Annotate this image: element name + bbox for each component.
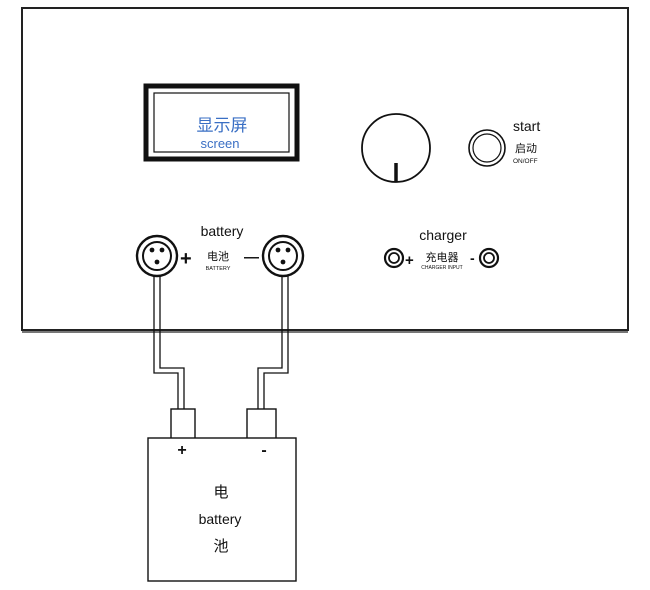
battery-plus-terminal	[170, 408, 196, 440]
pin	[154, 259, 160, 265]
charger-minus-sign: -	[470, 250, 475, 266]
wire-minus-inner	[263, 276, 289, 410]
battery-body	[147, 437, 297, 582]
pin	[285, 247, 291, 253]
charger-port-group: + charger 充电器 CHARGER INPUT -	[383, 227, 500, 271]
screen-display: 显示屏 screen	[143, 83, 300, 162]
pin	[159, 247, 165, 253]
battery-plus-sign: +	[180, 248, 192, 270]
battery-minus-label: -	[261, 442, 266, 459]
battery-wires	[153, 276, 289, 410]
battery-pack: + - 电 battery 池	[147, 408, 297, 582]
battery-sublabel: BATTERY	[206, 266, 231, 272]
battery-minus-sign: —	[244, 249, 259, 266]
wire-minus	[257, 276, 283, 410]
screen-inner	[153, 92, 290, 153]
wire-plus	[153, 276, 179, 410]
battery-label-cn: 电池	[207, 250, 229, 263]
start-switch[interactable]: start 启动 ON/OFF	[468, 118, 540, 167]
battery-label-cn-top: 电	[213, 483, 228, 501]
battery-label-en: battery	[199, 511, 242, 527]
charger-plus-jack[interactable]	[383, 247, 405, 269]
charger-label-cn: 充电器	[426, 250, 459, 264]
pin	[275, 247, 281, 253]
battery-plus-label: +	[177, 442, 186, 459]
control-panel	[21, 7, 629, 333]
wire-plus-inner	[159, 276, 185, 410]
start-switch-button[interactable]	[472, 133, 502, 163]
screen-label-cn: 显示屏	[197, 116, 248, 136]
pin	[280, 259, 286, 265]
battery-plus-connector[interactable]	[135, 234, 179, 278]
start-label-cn: 启动	[515, 142, 537, 155]
start-sublabel: ON/OFF	[513, 158, 538, 165]
battery-label-en: battery	[201, 223, 244, 239]
charger-plus-sign: +	[405, 252, 414, 269]
battery-minus-terminal	[246, 408, 277, 440]
start-label-en: start	[513, 118, 540, 134]
screen-label-en: screen	[200, 136, 239, 151]
charger-sublabel: CHARGER INPUT	[421, 265, 462, 271]
control-knob[interactable]	[361, 113, 431, 183]
battery-label-cn-bottom: 池	[213, 537, 228, 555]
battery-minus-connector[interactable]	[261, 234, 305, 278]
charger-label-en: charger	[419, 227, 467, 243]
pin	[149, 247, 155, 253]
battery-port-group: + battery 电池 BATTERY —	[135, 223, 305, 278]
panel-outline	[21, 7, 629, 331]
charger-minus-jack[interactable]	[478, 247, 500, 269]
